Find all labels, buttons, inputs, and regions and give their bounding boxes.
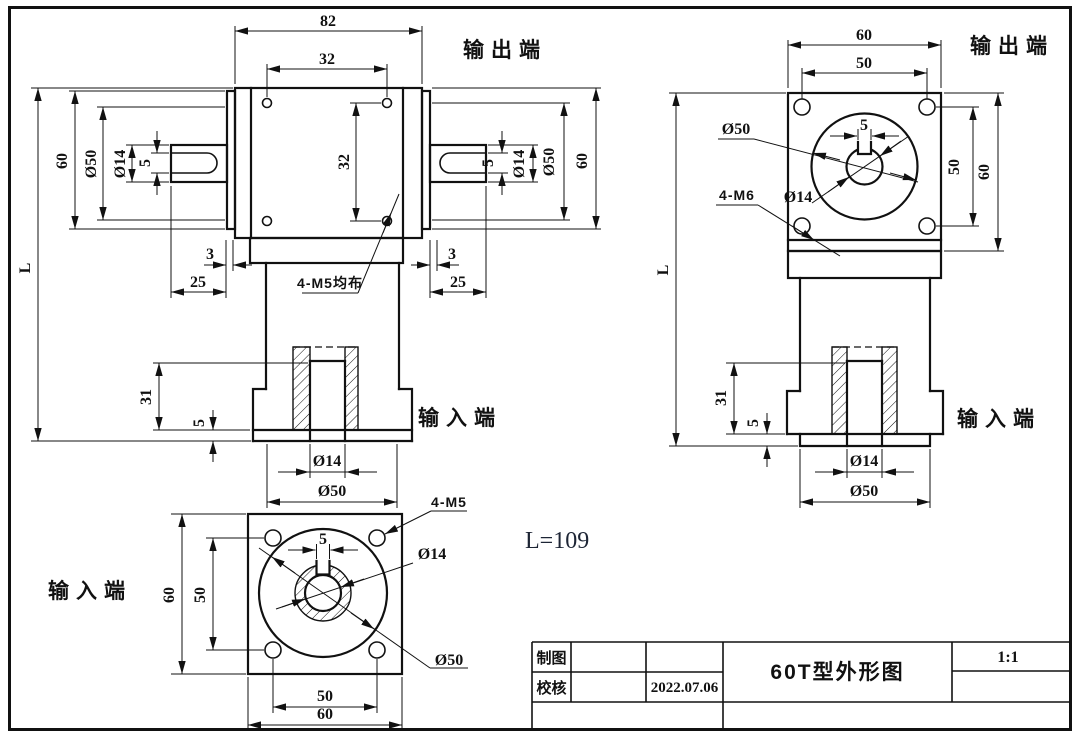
- dim-front-input-d50: Ø50: [318, 483, 346, 500]
- dim-side-input-d14: Ø14: [850, 453, 878, 470]
- section-hatch-left: [292, 346, 311, 431]
- label-front-input-end: 输入端: [418, 406, 502, 430]
- drawing-border: [8, 6, 1072, 731]
- label-bottom-d50: Ø50: [435, 652, 463, 669]
- bolt-hole: [261, 215, 273, 227]
- gearbox-body: [233, 86, 424, 240]
- bolt-hole: [368, 529, 386, 547]
- dim-bottom-key5: 5: [319, 531, 327, 548]
- dim-front-input-5: 5: [191, 419, 208, 427]
- dim-front-left-d50: Ø50: [83, 150, 100, 178]
- dim-front-right-d50: Ø50: [541, 148, 558, 176]
- dim-front-right-25: 25: [450, 274, 466, 291]
- keyway-notch: [315, 559, 331, 576]
- bottom-view: 60 50 50 60 5 4-M5 Ø14 Ø50: [48, 494, 468, 729]
- keyway-notch: [856, 140, 873, 156]
- boss-circle: [257, 527, 389, 659]
- boss-circle: [810, 112, 919, 221]
- dim-front-right-3: 3: [448, 246, 456, 263]
- dim-bottom-left-50: 50: [192, 587, 209, 603]
- dim-front-input-d14: Ø14: [313, 453, 341, 470]
- dim-front-right-key5: 5: [480, 159, 497, 167]
- side-view: 60 50 50 60 L 5 Ø50 Ø14: [655, 27, 1054, 508]
- bolt-hole: [793, 98, 811, 116]
- dim-front-left-60: 60: [54, 153, 71, 169]
- label-side-d50: Ø50: [722, 121, 750, 138]
- dim-side-input-d50: Ø50: [850, 483, 878, 500]
- dim-bottom-left-60: 60: [161, 587, 178, 603]
- label-side-input-end: 输入端: [957, 407, 1041, 431]
- bolt-hole: [918, 217, 936, 235]
- label-side-output-end: 输出端: [970, 34, 1054, 58]
- dim-side-top-50: 50: [856, 55, 872, 72]
- title-block-scale: 1:1: [997, 649, 1018, 666]
- dim-front-bolt-v: 32: [336, 154, 353, 170]
- bolt-hole: [264, 641, 282, 659]
- bolt-hole: [261, 97, 273, 109]
- bolt-hole: [793, 217, 811, 235]
- label-bottom-d14: Ø14: [418, 546, 446, 563]
- front-view: 82 32 32 L 60 Ø50 Ø14 5: [17, 13, 601, 508]
- label-bottom-4m5: 4-M5: [431, 494, 467, 510]
- right-shaft: [428, 143, 488, 184]
- title-block-date: 2022.07.06: [651, 680, 719, 696]
- dim-side-right-60: 60: [976, 164, 993, 180]
- flange-face: [246, 512, 404, 676]
- dim-front-left-key5: 5: [137, 159, 154, 167]
- title-block: 制图 校核 2022.07.06 60T型外形图 1:1: [531, 641, 1069, 729]
- left-shaft-keyway: [171, 152, 218, 174]
- dim-side-input-31: 31: [713, 390, 730, 406]
- dim-side-input-5: 5: [745, 419, 762, 427]
- section-hatch-right: [881, 346, 898, 435]
- label-front-output-end: 输出端: [463, 38, 547, 62]
- bolt-hole: [264, 529, 282, 547]
- section-hatch-right: [344, 346, 359, 431]
- dim-front-width: 82: [320, 13, 336, 30]
- right-shaft-keyway: [439, 152, 486, 174]
- dim-side-L: L: [655, 265, 672, 276]
- bolt-hole: [918, 98, 936, 116]
- dim-front-bolt-h: 32: [319, 51, 335, 68]
- dim-front-left-25: 25: [190, 274, 206, 291]
- bolt-hole: [381, 97, 393, 109]
- dim-front-right-60: 60: [574, 153, 591, 169]
- dim-side-key5: 5: [860, 117, 868, 134]
- label-side-4m6: 4-M6: [719, 187, 755, 203]
- title-block-drawn-label: 制图: [536, 649, 566, 667]
- label-bolt-note: 4-M5均布: [297, 275, 363, 291]
- dim-front-left-3: 3: [206, 246, 214, 263]
- dim-side-top-60: 60: [856, 27, 872, 44]
- bolt-hole: [368, 641, 386, 659]
- dim-front-left-d14: Ø14: [112, 150, 129, 178]
- label-bottom-input-end: 输入端: [48, 579, 132, 603]
- title-block-checked-label: 校核: [536, 679, 566, 697]
- dim-bottom-50: 50: [317, 688, 333, 705]
- dim-front-right-d14: Ø14: [511, 150, 528, 178]
- dim-front-input-31: 31: [138, 389, 155, 405]
- title-block-title: 60T型外形图: [770, 660, 904, 684]
- dim-side-right-50: 50: [946, 159, 963, 175]
- dim-front-L: L: [17, 263, 34, 274]
- left-shaft: [169, 143, 229, 184]
- label-side-d14: Ø14: [784, 189, 812, 206]
- section-hatch-left: [831, 346, 848, 435]
- length-note: L=109: [525, 528, 589, 554]
- dim-bottom-60: 60: [317, 706, 333, 723]
